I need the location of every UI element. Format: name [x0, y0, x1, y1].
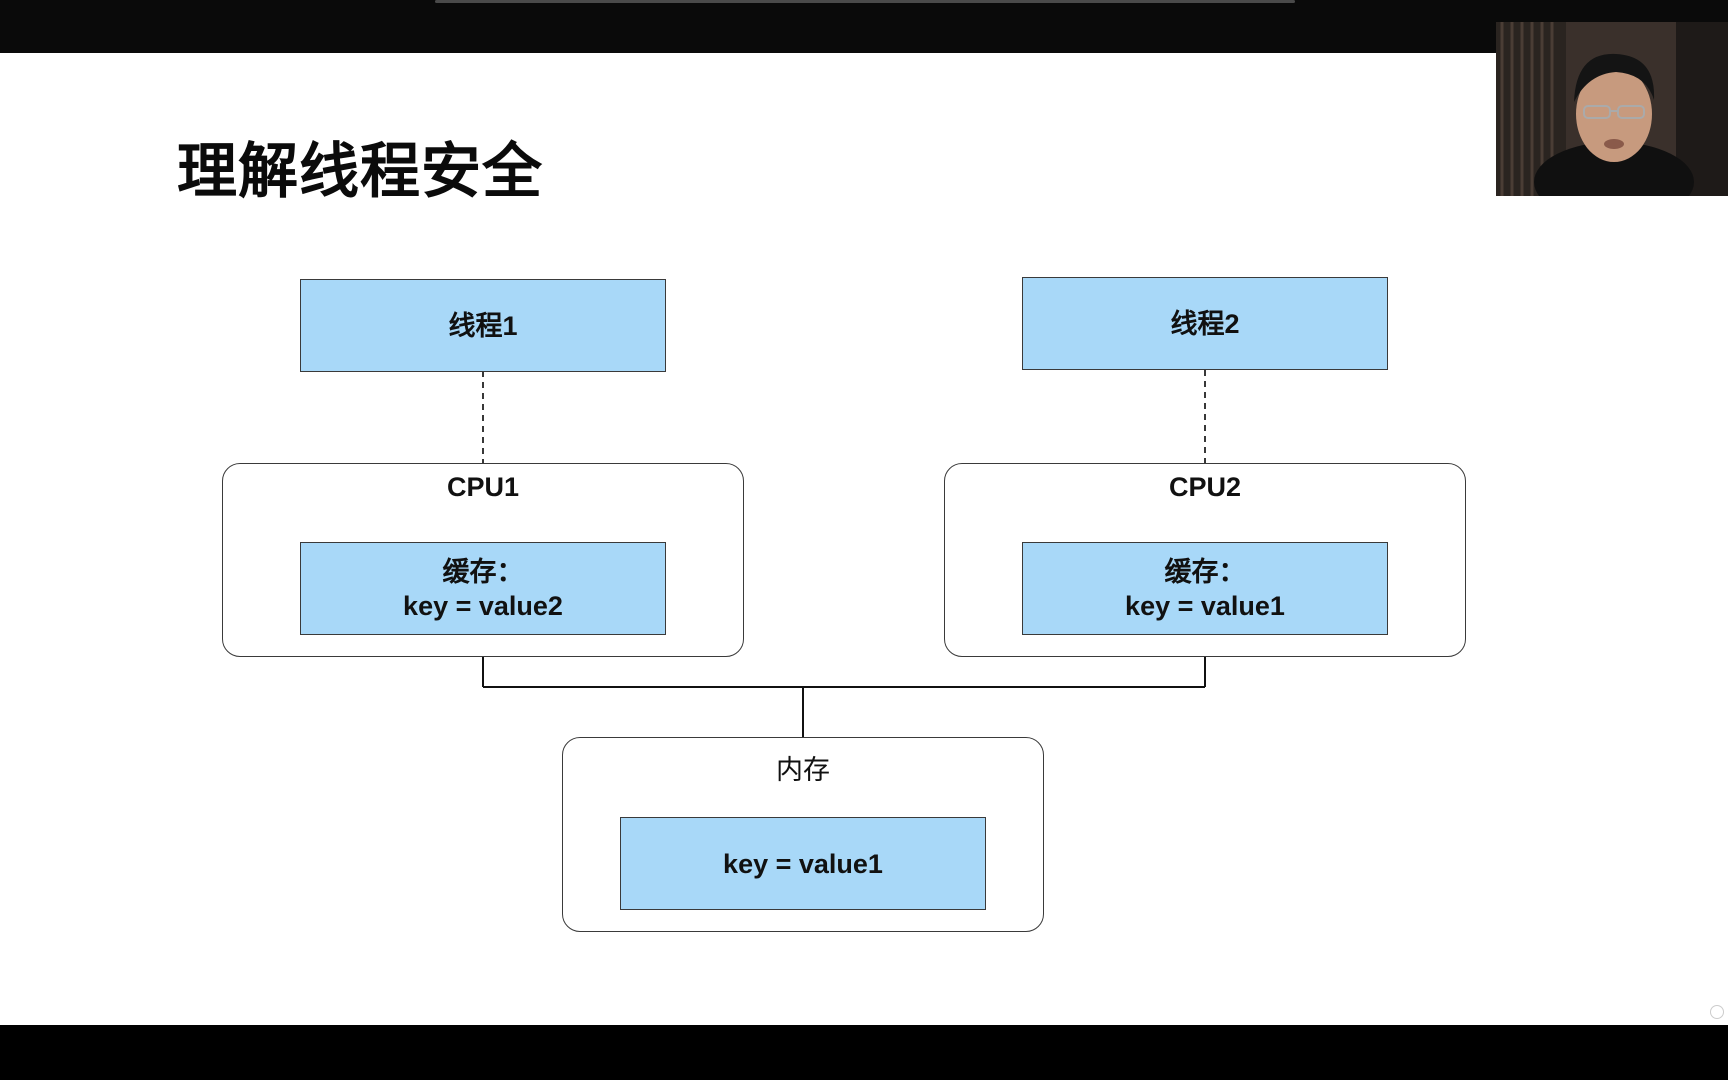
cpu1-cache-title: 缓存： — [442, 556, 524, 587]
cpu1-cache-box: 缓存： key = value2 — [300, 542, 666, 635]
presentation-slide: 理解线程安全 线程1 线程2 CPU1 — [0, 53, 1728, 1025]
memory-value: key = value1 — [723, 848, 883, 879]
window-drag-handle[interactable] — [435, 0, 1295, 3]
memory-value-box: key = value1 — [620, 817, 986, 910]
circle-icon[interactable] — [1710, 1005, 1724, 1019]
thread1-box: 线程1 — [300, 279, 666, 372]
memory-label: 内存 — [776, 755, 830, 785]
slide-title: 理解线程安全 — [177, 137, 543, 207]
presenter-webcam[interactable] — [1496, 22, 1728, 196]
cpu2-cache-value: key = value1 — [1125, 590, 1285, 621]
bottom-bar — [0, 1005, 1728, 1080]
top-bar — [0, 0, 1728, 53]
thread2-label: 线程2 — [1170, 308, 1240, 339]
cpu2-label: CPU2 — [1168, 472, 1242, 502]
cpu2-cache-box: 缓存： key = value1 — [1022, 542, 1388, 635]
cpu1-cache-value: key = value2 — [403, 590, 563, 621]
cpu1-label: CPU1 — [446, 472, 520, 502]
thread1-label: 线程1 — [448, 310, 518, 341]
cpu2-cache-title: 缓存： — [1164, 556, 1246, 587]
presenter-video-icon — [1496, 22, 1728, 196]
thread2-box: 线程2 — [1022, 277, 1388, 370]
